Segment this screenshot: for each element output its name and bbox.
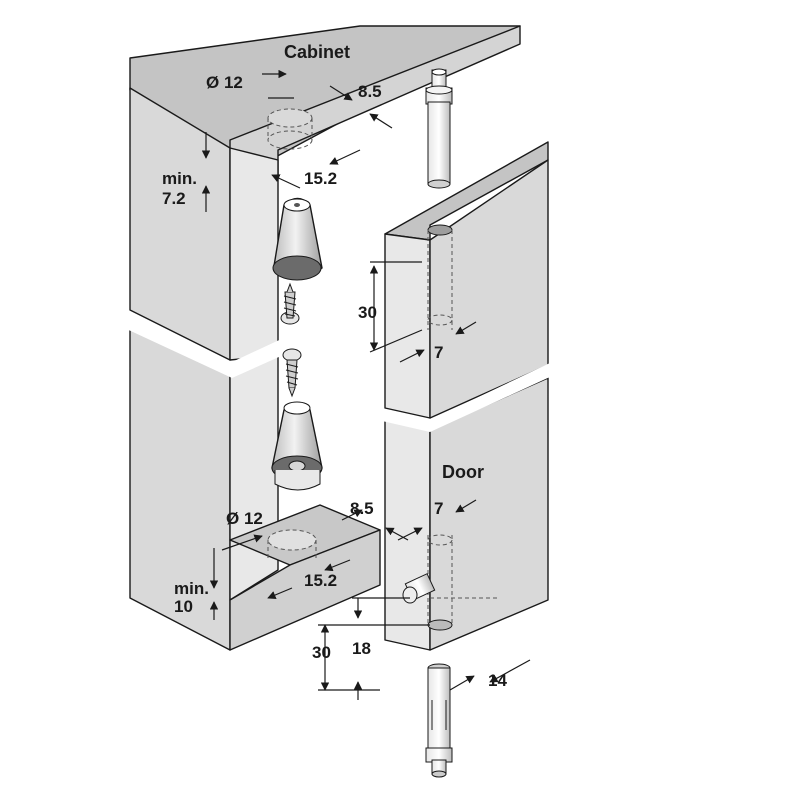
door-body	[378, 141, 552, 651]
side-hole-offset-label: 18	[352, 639, 371, 658]
door-top-depth-label: 30	[358, 303, 377, 322]
top-pivot-pin-icon	[425, 68, 453, 189]
cabinet-break	[120, 310, 290, 378]
top-depth-label: 15.2	[304, 169, 337, 188]
door-bottom-depth-label: 30	[312, 643, 331, 662]
top-min-label: min.	[162, 169, 197, 188]
bottom-edge-offset-label: 8.5	[350, 499, 374, 518]
cabinet-bottom-hole	[267, 529, 317, 551]
door-top-diameter-label: 7	[434, 343, 443, 362]
wood-screw-icon	[282, 348, 302, 398]
door-edge-offset-label: 14	[488, 671, 507, 690]
dimension-lines	[201, 69, 531, 700]
wood-screw-icon	[280, 282, 300, 325]
door-edge-lower	[384, 417, 431, 651]
bottom-pivot-pin-icon	[425, 663, 453, 778]
door-bottom-hole	[427, 619, 453, 631]
cabinet-side-inner	[229, 147, 279, 361]
bottom-hole-diameter-label: Ø 12	[226, 509, 263, 528]
door-bottom-diameter-label: 7	[434, 499, 443, 518]
cabinet-bottom-front	[229, 529, 381, 651]
door-label: Door	[442, 462, 484, 482]
bottom-min-label: min.	[174, 579, 209, 598]
bottom-min-value: 10	[174, 597, 193, 616]
upper-bearing-bushing-icon	[272, 197, 323, 281]
cabinet-label: Cabinet	[284, 42, 350, 62]
cabinet-side-inner-lower	[229, 349, 279, 601]
lower-bearing-bushing-icon	[271, 401, 323, 491]
door-cross-pin	[402, 573, 436, 604]
bottom-depth-label: 15.2	[304, 571, 337, 590]
top-hole-diameter-label: Ø 12	[206, 73, 243, 92]
top-edge-offset-label: 8.5	[358, 82, 382, 101]
cabinet-top-hole	[267, 108, 313, 128]
top-min-value: 7.2	[162, 189, 186, 208]
door-top-hole	[427, 224, 453, 236]
